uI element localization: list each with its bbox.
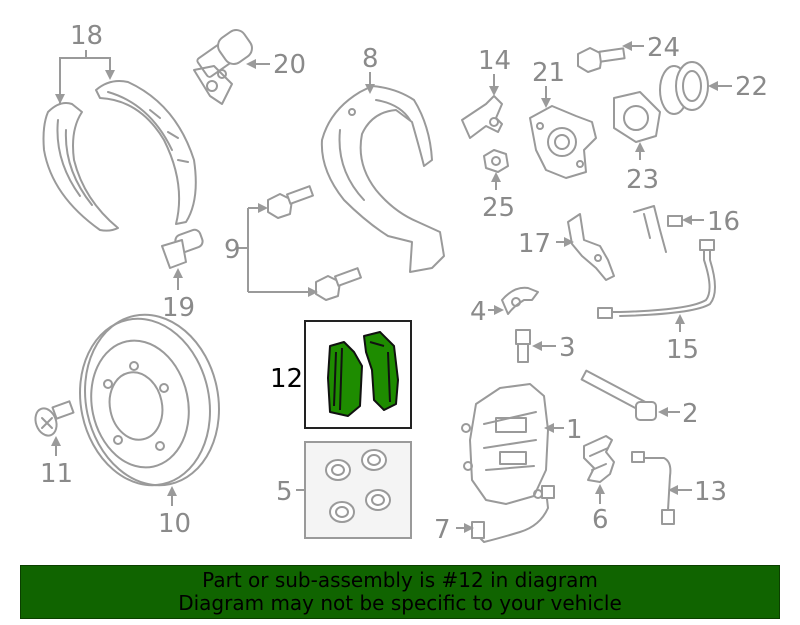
part-1-caliper xyxy=(461,383,549,505)
part-10-rotor xyxy=(79,313,220,487)
part-5-box xyxy=(304,441,412,539)
callout-8: 8 xyxy=(362,44,379,74)
part-20-sensor xyxy=(193,29,253,105)
part-23-seal xyxy=(613,91,661,143)
banner-line-1: Part or sub-assembly is #12 in diagram xyxy=(202,568,598,592)
part-5-piston-seals xyxy=(325,449,391,523)
info-banner: Part or sub-assembly is #12 in diagram D… xyxy=(20,565,780,619)
part-24-bolt xyxy=(577,47,626,73)
callout-23: 23 xyxy=(626,165,659,195)
callout-11: 11 xyxy=(40,459,73,489)
part-18-brake-shoes xyxy=(42,80,197,232)
part-17-bracket xyxy=(567,213,615,281)
callout-12: 12 xyxy=(270,364,303,394)
callout-17: 17 xyxy=(518,229,551,259)
part-9-bolts xyxy=(267,185,362,301)
part-21-hub-carrier xyxy=(529,105,597,179)
part-15-brake-hose xyxy=(597,239,716,319)
banner-line-2: Diagram may not be specific to your vehi… xyxy=(178,591,622,615)
part-13-wear-sensor xyxy=(631,451,675,525)
callout-13: 13 xyxy=(694,477,727,507)
callout-3: 3 xyxy=(559,333,576,363)
part-16-line-bracket xyxy=(633,205,683,253)
callout-4: 4 xyxy=(470,297,487,327)
part-11-screw xyxy=(34,400,75,437)
part-12-brake-pads xyxy=(327,331,399,417)
part-3-bleeder xyxy=(515,329,531,363)
callout-22: 22 xyxy=(735,72,768,102)
callout-15: 15 xyxy=(666,335,699,365)
callout-10: 10 xyxy=(158,509,191,539)
callout-6: 6 xyxy=(592,505,609,535)
part-14-bracket xyxy=(461,95,503,139)
callout-5: 5 xyxy=(276,477,293,507)
part-4-clip xyxy=(501,286,539,315)
callout-1: 1 xyxy=(566,415,583,445)
callout-20: 20 xyxy=(273,50,306,80)
callout-2: 2 xyxy=(682,399,699,429)
part-25-nut xyxy=(483,149,509,173)
part-6-spring-clip xyxy=(583,435,615,483)
parts-diagram: 18 20 8 14 25 21 xyxy=(34,21,768,545)
callout-25: 25 xyxy=(482,193,515,223)
part-22-bearing xyxy=(659,61,709,115)
callout-7: 7 xyxy=(434,515,451,545)
callout-16: 16 xyxy=(707,207,740,237)
callout-14: 14 xyxy=(478,46,511,76)
callout-24: 24 xyxy=(647,33,680,63)
callout-21: 21 xyxy=(532,58,565,88)
callout-18: 18 xyxy=(70,21,103,51)
part-19-connector xyxy=(161,228,204,269)
part-8-dust-shield xyxy=(320,85,445,273)
callout-9: 9 xyxy=(224,235,241,265)
callout-19: 19 xyxy=(162,293,195,323)
part-7-brake-line xyxy=(471,485,555,543)
part-2-caliper-bolt xyxy=(580,369,657,421)
